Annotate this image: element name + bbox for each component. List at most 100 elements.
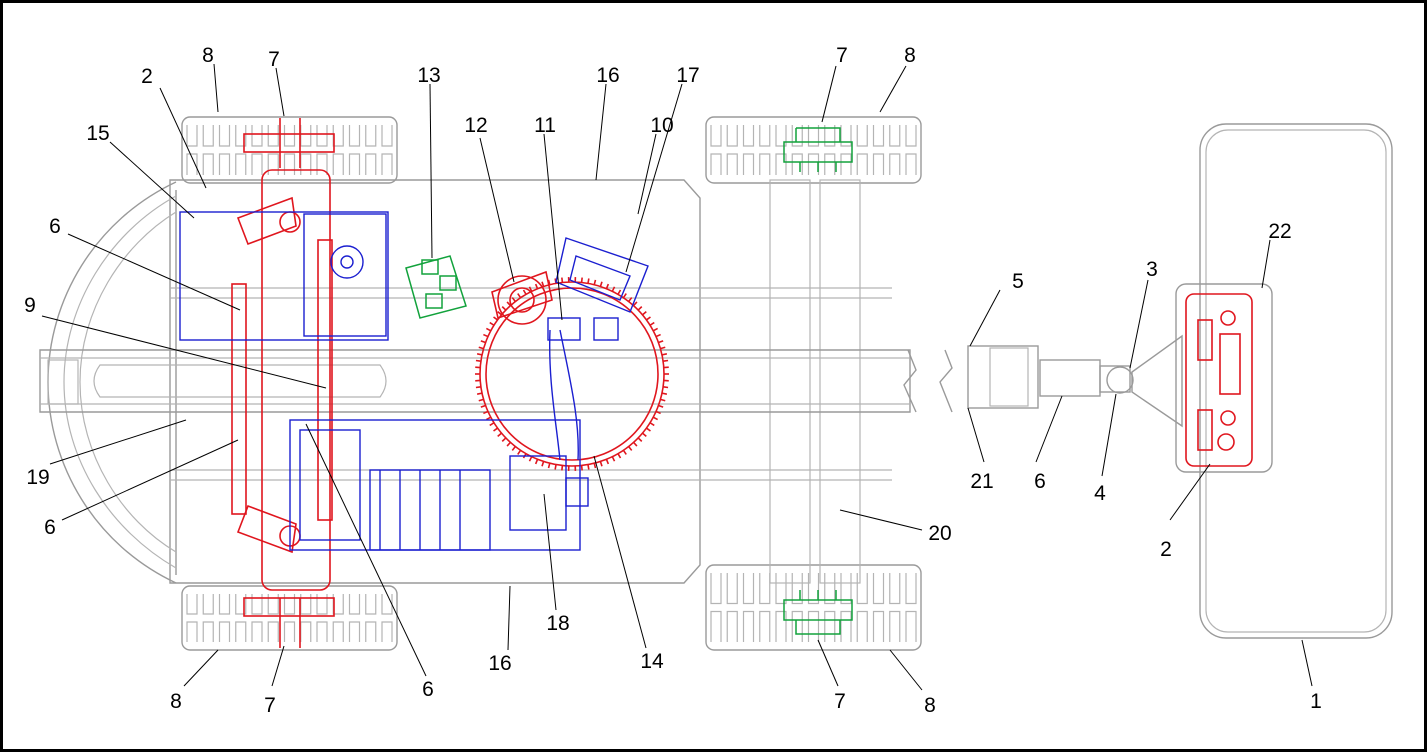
tread-rib <box>348 594 361 642</box>
tread-rib <box>856 125 868 175</box>
control-panel-strip <box>1219 333 1241 395</box>
callout-8-front-right: 8 <box>904 44 916 67</box>
slew-tooth <box>497 432 503 437</box>
manifold-valve-2 <box>439 275 457 291</box>
boom-slot <box>93 364 387 398</box>
leader-3 <box>1129 279 1149 369</box>
tire-treads <box>186 125 917 642</box>
turntable-slew-ring <box>479 281 665 467</box>
platform-rail-outer <box>1199 123 1393 639</box>
callout-10: 10 <box>650 114 673 137</box>
slew-tooth <box>628 446 633 451</box>
callout-2-chassis: 2 <box>141 65 153 88</box>
axle-frame-1 <box>769 179 811 584</box>
leader-7d <box>817 639 839 687</box>
slew-tooth <box>641 311 647 316</box>
slew-tooth <box>658 340 664 344</box>
platform <box>1175 123 1393 639</box>
slew-tooth <box>534 459 539 465</box>
steer-cylinder-left <box>231 283 247 515</box>
slew-tooth <box>611 286 616 292</box>
callout-6-jib: 6 <box>1034 470 1046 493</box>
slew-tooth <box>475 359 482 362</box>
slew-tooth <box>617 289 622 295</box>
tread-rib <box>889 573 901 642</box>
leader-8d <box>889 649 923 691</box>
callout-18: 18 <box>546 612 569 635</box>
slew-tooth <box>493 427 499 432</box>
slew-tooth <box>489 321 495 326</box>
leader-17 <box>625 83 683 273</box>
fly-jib-inner <box>989 347 1029 407</box>
callout-8-front-left: 8 <box>202 44 214 67</box>
control-switch-1 <box>1197 319 1213 361</box>
tire-rear-right <box>705 564 922 651</box>
swivel-manifold <box>547 317 581 341</box>
slew-tooth <box>511 446 516 451</box>
slew-tooth <box>637 306 643 311</box>
slew-tooth <box>661 353 668 356</box>
tread-rib <box>251 125 263 175</box>
slew-tooth <box>587 278 590 284</box>
tread-rib <box>791 573 803 642</box>
counterweight-outer <box>47 181 177 584</box>
fuel-tank <box>303 213 387 337</box>
tread-rib <box>267 594 279 642</box>
ground-control-panel <box>569 255 631 301</box>
slew-tooth <box>622 293 627 299</box>
leader-6a <box>67 233 241 311</box>
slew-tooth <box>493 316 499 321</box>
leader-15 <box>109 141 195 219</box>
slew-ring-teeth <box>475 277 669 471</box>
drive-motor-rear-right-detail <box>795 590 841 635</box>
callout-7-rear-right: 7 <box>834 690 846 713</box>
tread-rib <box>365 594 377 642</box>
leader-6b <box>1035 395 1063 463</box>
callout-15: 15 <box>86 122 109 145</box>
engine-block <box>369 469 491 551</box>
tread-rib <box>348 125 361 175</box>
slew-tooth <box>478 398 484 402</box>
tread-rib <box>759 573 771 642</box>
slew-tooth <box>661 392 668 395</box>
leader-1 <box>1301 639 1313 687</box>
slew-tooth <box>478 346 484 350</box>
callout-8-rear-right: 8 <box>924 694 936 717</box>
slew-tooth <box>483 333 489 338</box>
drive-motor-front-right-detail <box>795 127 841 172</box>
callout-14: 14 <box>640 650 664 673</box>
slew-tooth <box>580 277 583 283</box>
tread-rib <box>235 125 247 175</box>
slew-tooth <box>475 386 482 389</box>
slew-tooth <box>517 449 522 455</box>
slew-tooth <box>652 327 659 332</box>
tread-rib <box>235 594 247 642</box>
callout-20: 20 <box>928 522 951 545</box>
chassis-frame <box>169 179 701 584</box>
slew-tooth <box>489 422 495 427</box>
callout-6-engine: 6 <box>422 678 434 701</box>
jib-cylinder <box>1039 359 1101 397</box>
front-axle-housing <box>261 169 331 591</box>
tread-rib <box>202 594 214 642</box>
slew-tooth <box>593 279 597 285</box>
slew-tooth <box>660 346 666 350</box>
slew-tooth <box>480 404 486 408</box>
tire-front-right <box>705 116 922 184</box>
slew-tooth <box>632 301 638 307</box>
tread-rib <box>218 594 231 642</box>
slew-tooth <box>593 463 597 469</box>
tread-rib <box>726 125 738 175</box>
blue-components <box>179 211 649 551</box>
leader-16b <box>507 585 511 651</box>
tread-rib <box>251 594 263 642</box>
callout-1: 1 <box>1310 690 1322 713</box>
callout-8-rear-left: 8 <box>170 690 182 713</box>
callout-19: 19 <box>26 466 49 489</box>
slew-tooth <box>522 289 527 295</box>
callout-5: 5 <box>1012 270 1024 293</box>
tread-rib <box>316 125 328 175</box>
slew-tooth <box>580 465 583 471</box>
tread-rib <box>218 125 231 175</box>
